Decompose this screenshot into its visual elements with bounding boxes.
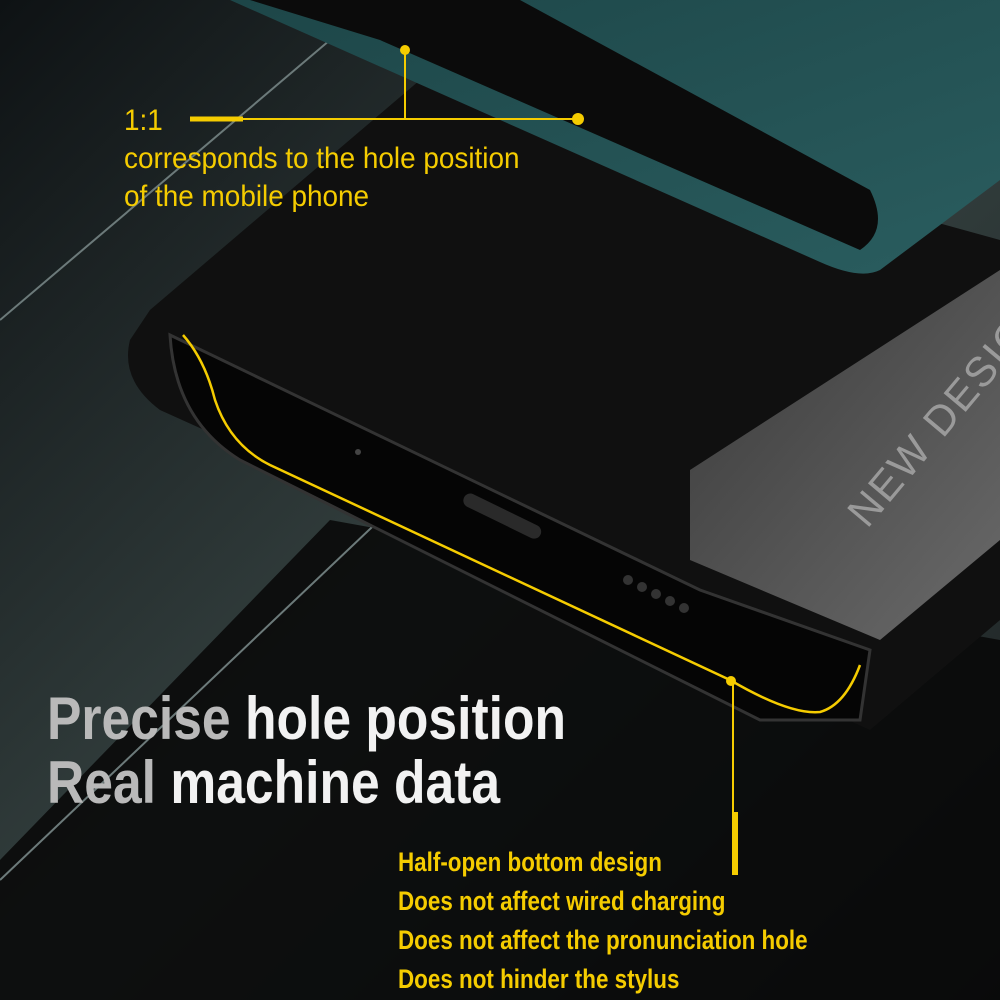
callout-line1: corresponds to the hole position (124, 142, 520, 175)
glass-edge-line (0, 39, 331, 321)
headline-line1-white: hole position (244, 685, 567, 752)
feature-item: Does not affect the pronunciation hole (398, 925, 808, 955)
glass-edge-line (0, 509, 391, 881)
top-callout-lines (190, 50, 578, 122)
hole-marker-dot (400, 45, 410, 55)
headline-line1: Precise hole position (47, 688, 566, 750)
bottom-opening-outline (182, 334, 862, 714)
feature-item: Does not hinder the stylus (398, 964, 680, 994)
headline-line2-white: machine data (170, 749, 501, 816)
grey-side-panel (690, 270, 1000, 640)
bottom-marker-dot (726, 676, 736, 686)
callout-ratio: 1:1 (124, 104, 163, 137)
hole-marker-dot (572, 113, 584, 125)
speaker-grille (623, 575, 689, 613)
feature-item: Half-open bottom design (398, 847, 662, 877)
microphone-hole (355, 449, 361, 455)
callout-line2: of the mobile phone (124, 180, 370, 213)
phone-top-edge (250, 0, 878, 250)
headline-line2: Real machine data (47, 752, 500, 814)
feature-item: Does not affect wired charging (398, 886, 726, 916)
headline-line2-grey: Real (47, 749, 157, 816)
headline-line1-grey: Precise (47, 685, 231, 752)
charging-port (463, 493, 542, 539)
